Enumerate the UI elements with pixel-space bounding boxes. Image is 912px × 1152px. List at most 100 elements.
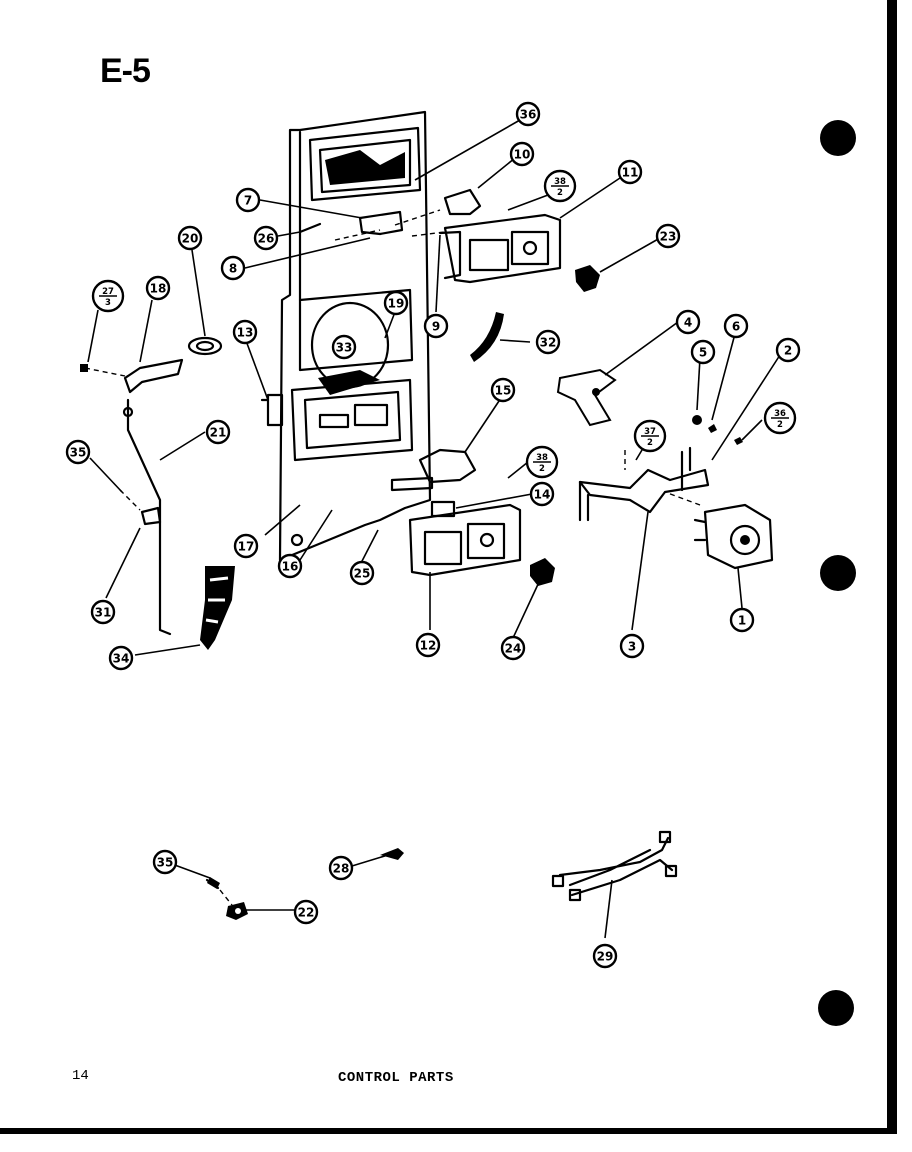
diagram-caption: CONTROL PARTS: [338, 1070, 454, 1086]
switch-15: [418, 448, 477, 484]
control-panel-17: [278, 110, 432, 562]
callout-20: 20: [177, 225, 203, 251]
callout-17: 17: [233, 533, 259, 559]
callout-label: 12: [420, 639, 437, 653]
callout-label: 3: [628, 640, 636, 654]
callout-label: 21: [210, 426, 227, 440]
callout-label: 32: [540, 336, 557, 350]
callout-4: 4: [675, 309, 701, 335]
gasket-20: [187, 336, 223, 356]
callout-leaders: [87, 119, 781, 939]
callout-label: 27: [102, 287, 114, 297]
callout-sub-label: 2: [539, 464, 545, 474]
bracket-3: [578, 468, 710, 514]
knob-23: [575, 265, 600, 292]
callout-19: 19: [383, 290, 409, 316]
callout-33: 33: [331, 334, 357, 360]
binder-hole-middle: [820, 555, 856, 591]
callout-label: 15: [495, 384, 512, 398]
control-housing-11: [438, 213, 562, 284]
control-housing-12: [408, 503, 522, 577]
callout-label: 33: [336, 341, 353, 355]
callout-label: 4: [684, 316, 692, 330]
callout-label: 26: [258, 232, 275, 246]
callout-label: 2: [784, 344, 792, 358]
fan-blade-4: [556, 368, 617, 427]
page-border-bottom: [0, 1128, 897, 1134]
callout-37-2: 372: [633, 419, 667, 453]
callout-label: 9: [432, 320, 440, 334]
callout-label: 1: [738, 614, 746, 628]
callout-23: 23: [655, 223, 681, 249]
callout-27-3: 273: [91, 279, 125, 313]
callout-8: 8: [220, 255, 246, 281]
callout-label: 6: [732, 320, 740, 334]
callout-label: 35: [70, 446, 87, 460]
rod-21: [126, 398, 172, 636]
callout-label: 5: [699, 346, 707, 360]
callout-29: 29: [592, 943, 618, 969]
callout-label: 23: [660, 230, 677, 244]
callout-34: 34: [108, 645, 134, 671]
switch-7-8: [358, 210, 404, 236]
callout-12: 12: [415, 632, 441, 658]
callout-sub-label: 2: [647, 438, 653, 448]
callout-38-2: 382: [525, 445, 559, 479]
callout-13: 13: [232, 319, 258, 345]
callout-35: 35: [65, 439, 91, 465]
callout-28: 28: [328, 855, 354, 881]
callout-label: 25: [354, 567, 371, 581]
callout-22: 22: [293, 899, 319, 925]
callout-14: 14: [529, 481, 555, 507]
callout-label: 28: [333, 862, 350, 876]
callout-3: 3: [619, 633, 645, 659]
callout-label: 13: [237, 326, 254, 340]
callout-label: 19: [388, 297, 405, 311]
callout-label: 31: [95, 606, 112, 620]
wire-harness-29: [558, 836, 674, 897]
callout-16: 16: [277, 553, 303, 579]
callout-36: 36: [515, 101, 541, 127]
lever-34: [200, 566, 235, 650]
callout-label: 8: [229, 262, 237, 276]
callout-18: 18: [145, 275, 171, 301]
callout-label: 10: [514, 148, 531, 162]
callout-label: 36: [774, 409, 786, 419]
callout-10: 10: [509, 141, 535, 167]
callout-36-2: 362: [763, 401, 797, 435]
page-id-label: E-5: [100, 52, 151, 90]
callout-31: 31: [90, 599, 116, 625]
callout-label: 17: [238, 540, 255, 554]
callout-label: 29: [597, 950, 614, 964]
callout-label: 38: [536, 453, 548, 463]
page-number: 14: [72, 1068, 89, 1084]
callout-label: 38: [554, 177, 566, 187]
callout-label: 14: [534, 488, 551, 502]
motor-1: [693, 503, 774, 570]
callout-label: 16: [282, 560, 299, 574]
part-32: [470, 312, 504, 362]
callout-sub-label: 3: [105, 298, 111, 308]
screw-5: [692, 415, 702, 425]
callout-38-2: 382: [543, 169, 577, 203]
callout-label: 22: [298, 906, 315, 920]
callout-label: 7: [244, 194, 252, 208]
callout-label: 34: [113, 652, 130, 666]
callout-sub-label: 2: [557, 188, 563, 198]
callout-label: 36: [520, 108, 537, 122]
callout-26: 26: [253, 225, 279, 251]
bracket-13: [260, 393, 284, 427]
callout-label: 20: [182, 232, 199, 246]
callout-7: 7: [235, 187, 261, 213]
callout-21: 21: [205, 419, 231, 445]
callout-32: 32: [535, 329, 561, 355]
binder-hole-top: [820, 120, 856, 156]
light-14: [430, 500, 456, 518]
callout-label: 11: [622, 166, 639, 180]
callout-11: 11: [617, 159, 643, 185]
callout-5: 5: [690, 339, 716, 365]
callout-2: 2: [775, 337, 801, 363]
